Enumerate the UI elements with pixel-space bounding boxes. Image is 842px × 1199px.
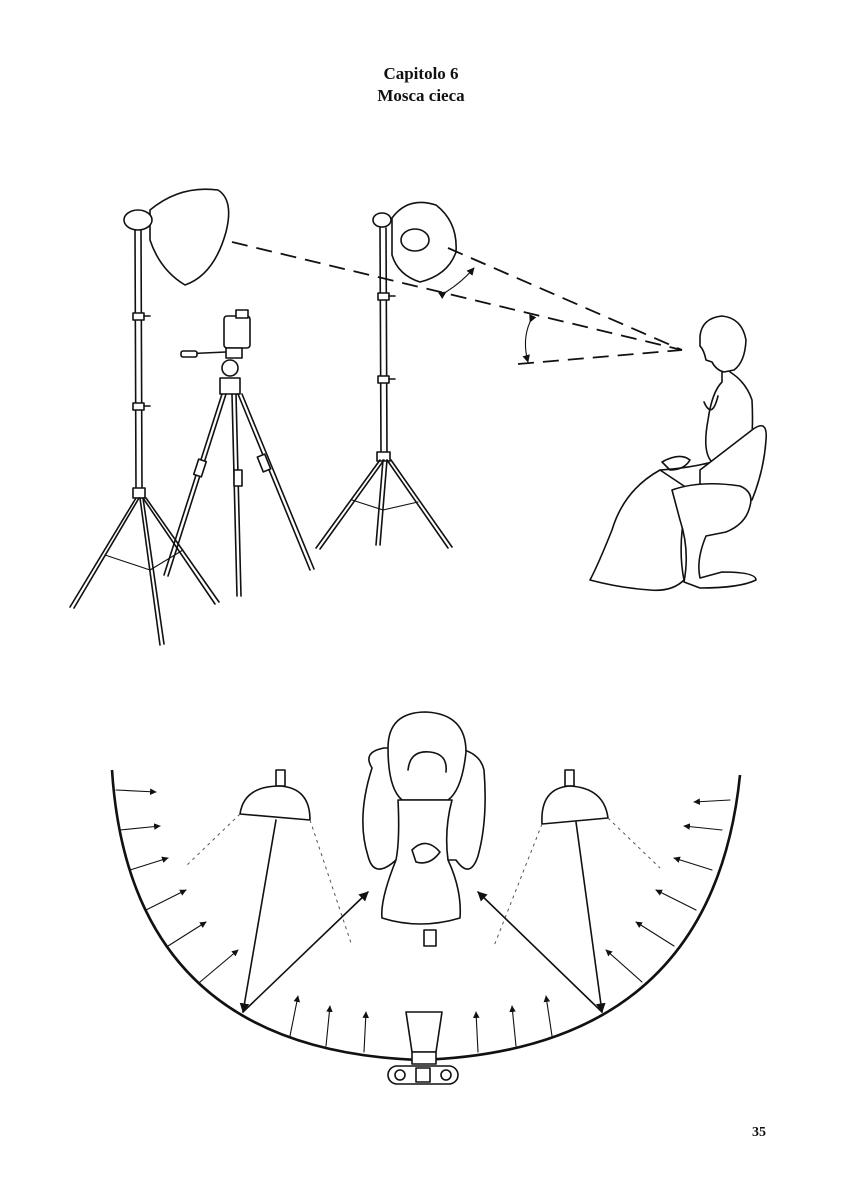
light-angle-lines — [231, 241, 683, 365]
top-illustration — [69, 188, 768, 646]
chapter-title: Capitolo 6 — [383, 64, 459, 83]
chapter-subtitle: Mosca cieca — [377, 86, 465, 105]
seated-woman — [589, 315, 768, 592]
floodlight-stand — [69, 188, 230, 646]
seated-woman-top-view — [362, 711, 486, 947]
camera-top-view — [387, 1011, 459, 1085]
right-spotlight — [477, 769, 661, 1013]
camera-tripod — [163, 309, 315, 597]
spotlight-stand — [315, 201, 457, 550]
page-number: 35 — [752, 1125, 766, 1140]
backdrop-arrows — [115, 788, 731, 1053]
left-spotlight — [185, 769, 369, 1013]
